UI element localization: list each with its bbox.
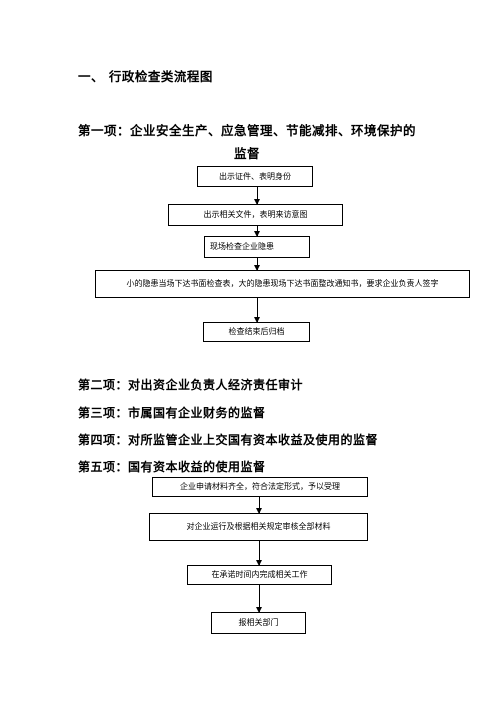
flow2-arrow2 [256, 541, 262, 566]
flow1-arrow4 [254, 298, 260, 323]
flow2-arrow3 [256, 585, 262, 613]
item3-title: 第三项：市属国有企业财务的监督 [78, 406, 266, 420]
flow1-step4: 小的隐患当场下达书面检查表，大的隐患现场下达书面整改通知书，要求企业负责人签字 [95, 270, 470, 298]
flow1-step2: 出示相关文件，表明来访意图 [168, 204, 343, 226]
flow2-step1: 企业申请材料齐全，符合法定形式，予以受理 [152, 477, 368, 497]
flow1-step1: 出示证件、表明身份 [197, 166, 313, 187]
item2-title: 第二项：对出资企业负责人经济责任审计 [78, 378, 304, 392]
flow1-arrow3 [254, 258, 260, 271]
item5-title: 第五项：国有资本收益的使用监督 [78, 460, 266, 474]
item1-title-line1: 第一项：企业安全生产、应急管理、节能减排、环境保护的 [78, 123, 417, 138]
flow2-arrow1 [256, 497, 262, 514]
item4-title: 第四项：对所监管企业上交国有资本收益及使用的监督 [78, 433, 379, 447]
flow2-step3: 在承诺时间内完成相关工作 [187, 565, 332, 585]
flow1-step3: 现场检查企业隐患 [204, 236, 310, 258]
flow2-step4: 报相关部门 [211, 612, 306, 634]
item1-title-line2: 监督 [234, 146, 261, 161]
section-title: 一、 行政检查类流程图 [78, 69, 213, 84]
flow1-arrow2 [254, 226, 260, 237]
flow2-step2: 对企业运行及根据相关规定审核全部材料 [149, 513, 368, 541]
flow1-step5: 检查结束后归档 [203, 322, 310, 342]
flow1-arrow1 [254, 187, 260, 205]
